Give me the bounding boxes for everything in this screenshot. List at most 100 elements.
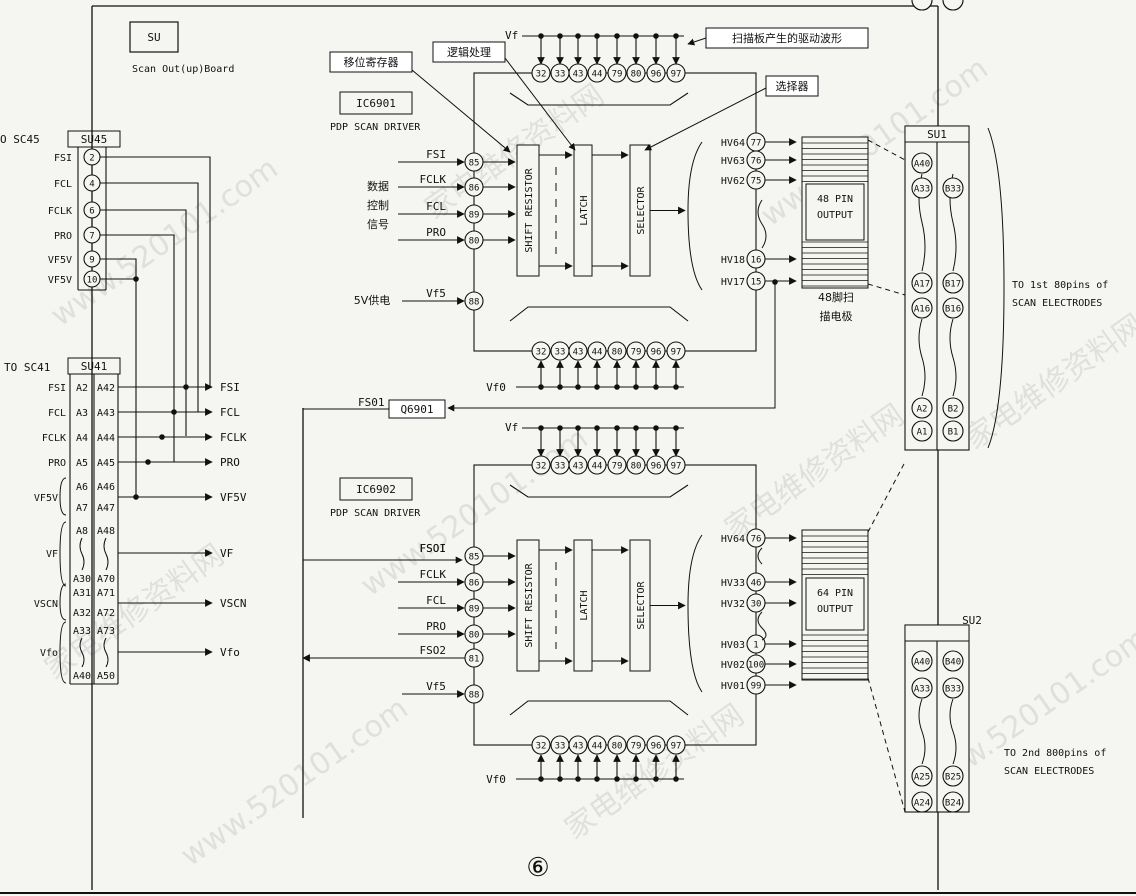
pin-circle [666,341,686,361]
watermark-text: 家电维修资料网 [719,398,911,547]
pin-number: A1 [917,428,928,438]
pin-number: 80 [631,70,642,80]
su-note: TO 1st 80pins of [1012,280,1108,291]
fs01-label: FS01 [358,396,385,409]
su41-group-out: Vfo [220,646,240,659]
pin-number: B33 [945,0,961,3]
pin-number: 100 [748,661,764,671]
q6901-transistor: Q6901 FS01 [303,282,776,564]
pin-circle [626,63,646,83]
pin-number: 15 [751,278,762,288]
pin-number: 80 [612,742,623,752]
pin-number: 96 [651,742,662,752]
ic-desc: PDP SCAN DRIVER [330,508,421,519]
su41-pin-b: A44 [97,433,115,444]
pin-number: B24 [945,799,961,809]
dashed-leader [867,283,906,296]
pin-number: 1 [753,641,758,651]
power-note: 5V供电 [354,293,391,307]
pin-circle [626,735,646,755]
pin-circle [464,684,484,704]
su45-pin-label: VF5V [48,255,72,266]
output-brace [687,534,703,693]
pin-number: 88 [469,691,480,701]
su41-pin: A70 [97,574,115,585]
output-label: HV32 [721,599,745,610]
su41-group-label: VF [46,549,58,560]
pin-number: 97 [671,348,682,358]
top-bracket [509,484,689,498]
su41-pin: A47 [97,503,115,514]
pin-number: 81 [469,655,480,665]
pin-number: 89 [469,211,480,221]
break-squiggle [757,547,763,565]
pin-circle [942,297,964,319]
pin-circle [531,341,551,361]
latch-block [573,539,593,672]
pin-circle [607,341,627,361]
pin-number: 33 [555,462,566,472]
pin-number: A33 [914,0,930,3]
pin-number: A17 [914,280,930,290]
pin-circle [587,341,607,361]
break-squiggle [757,611,767,641]
pin-number: 33 [555,348,566,358]
callout-shift-register: 移位寄存器 [329,51,511,153]
data-control-note: 控制 [367,198,389,212]
pin-circle [587,63,607,83]
output-label: HV33 [721,578,745,589]
junction-dot [171,409,177,415]
su-brace [987,127,1005,449]
pin-number: 10 [87,276,98,286]
page-number: ⑥ [526,853,549,883]
pin-number: 32 [536,462,547,472]
pin-number: 44 [592,348,603,358]
output-note: 48脚扫 [818,290,854,304]
su45-pin-label: FCLK [48,206,72,217]
su45-header [67,130,121,148]
su41-group-out: VF5V [220,491,247,504]
su45-wire [100,156,211,386]
su41-pin-b: A42 [97,383,115,394]
input-label: FCLK [420,568,447,581]
su45-pin-label: PRO [54,231,72,242]
su41-pin: A40 [73,671,91,682]
su-name: SU2 [962,614,982,627]
shift-register-label: SHIFT RESISTOR [524,167,535,252]
su41-pin-a: A4 [76,433,88,444]
pin-number: 86 [469,184,480,194]
pin-number: 79 [612,462,623,472]
vf-label: Vf [505,421,518,434]
pin-number: 44 [592,742,603,752]
su-note: TO 2nd 800pins of [1004,748,1106,759]
pin-number: B25 [945,773,961,783]
latch-label: LATCH [579,195,590,225]
pin-number: 85 [469,159,480,169]
su41-pin-a: A5 [76,458,88,469]
brace [59,583,67,621]
output-label: HV03 [721,640,745,651]
pin-circle [666,455,686,475]
vf5-label: Vf5 [426,680,446,693]
pin-number: 16 [751,256,762,266]
squiggle [949,318,957,397]
ic-name: IC6902 [356,483,396,496]
su45-wire [100,209,187,436]
pin-circle [942,0,964,11]
pin-circle [646,455,666,475]
brace [59,477,67,516]
su41-group-out: VF [220,547,233,560]
pin-number: 96 [651,70,662,80]
pin-circle [911,297,933,319]
su41-row-label: FCL [48,408,66,419]
output-label: HV01 [721,681,745,692]
su-note: SCAN ELECTRODES [1004,766,1094,777]
pin-number: 46 [751,579,762,589]
data-control-note: 数据 [367,179,389,193]
squiggle [918,698,926,765]
su41-row-label: FCLK [42,433,66,444]
